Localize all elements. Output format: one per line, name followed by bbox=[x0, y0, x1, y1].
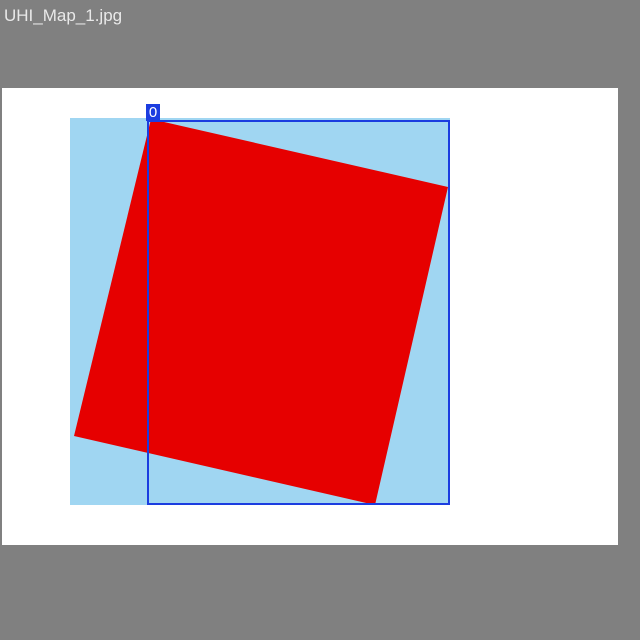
image-file-title: UHI_Map_1.jpg bbox=[4, 6, 123, 25]
bounding-box[interactable] bbox=[147, 120, 450, 505]
bounding-box-label: 0 bbox=[146, 104, 160, 121]
rotated-red-shape[interactable] bbox=[74, 119, 448, 505]
